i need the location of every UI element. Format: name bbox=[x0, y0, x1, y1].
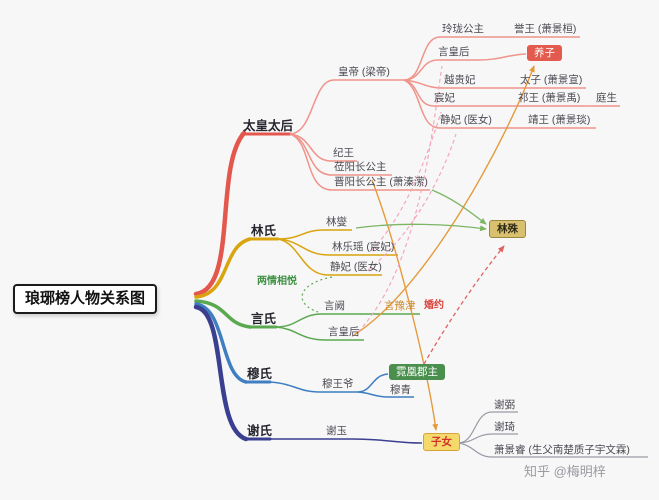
node-adopted-son-badge[interactable]: 养子 bbox=[527, 45, 562, 61]
edge-jinyang-to-linshu bbox=[431, 189, 487, 225]
node-ting-sheng[interactable]: 庭生 bbox=[596, 92, 617, 104]
node-imperial-branch[interactable]: 太皇太后 bbox=[243, 119, 294, 133]
node-ji-wang[interactable]: 纪王 bbox=[333, 147, 354, 159]
node-yan-que[interactable]: 言阙 bbox=[324, 300, 345, 312]
edge-same-person-empress-yan bbox=[357, 65, 443, 333]
lin-wires bbox=[277, 229, 398, 276]
node-jinyang-princess[interactable]: 晋阳长公主 (萧溱潆) bbox=[334, 176, 428, 188]
node-yan-branch[interactable]: 言氏 bbox=[251, 312, 277, 326]
node-mu-wangye[interactable]: 穆王爷 bbox=[322, 378, 354, 390]
edge-engagement-nihuang-linshu bbox=[423, 245, 505, 365]
node-lin-leyao[interactable]: 林乐瑶 (宸妃) bbox=[332, 241, 395, 253]
yan-wires bbox=[275, 313, 420, 341]
node-mu-qing[interactable]: 穆青 bbox=[390, 384, 411, 396]
edge-same-person-consort-chen bbox=[371, 111, 442, 251]
node-empress-yan-top[interactable]: 言皇后 bbox=[438, 46, 470, 58]
node-linglong-princess[interactable]: 玲珑公主 bbox=[442, 23, 484, 35]
annotation-mutual-love: 两情相悦 bbox=[257, 276, 297, 287]
edge-same-person-consort-jing bbox=[367, 133, 457, 271]
node-lin-xie[interactable]: 林燮 bbox=[326, 216, 347, 228]
node-yu-wang[interactable]: 誉王 (萧景桓) bbox=[514, 23, 577, 35]
mu-wires bbox=[269, 373, 414, 398]
node-nihuang[interactable]: 霓凰郡主 bbox=[389, 364, 445, 380]
edge-adoption-empressyan-to-adopted-son bbox=[353, 65, 535, 336]
node-liyang-princess[interactable]: 莅阳长公主 bbox=[334, 161, 387, 173]
node-xie-qi[interactable]: 谢琦 bbox=[494, 421, 515, 433]
watermark: 知乎 @梅明梓 bbox=[524, 464, 606, 479]
node-xie-yu[interactable]: 谢玉 bbox=[326, 425, 347, 437]
node-consort-chen[interactable]: 宸妃 bbox=[434, 92, 455, 104]
node-lin-shu[interactable]: 林殊 bbox=[489, 220, 526, 238]
node-xie-branch[interactable]: 谢氏 bbox=[247, 424, 273, 438]
node-yan-yujin[interactable]: 言豫津 bbox=[384, 300, 416, 312]
node-consort-jing-lin[interactable]: 静妃 (医女) bbox=[330, 261, 382, 273]
node-consort-jing-top[interactable]: 静妃 (医女) bbox=[440, 114, 492, 126]
node-offspring[interactable]: 子女 bbox=[423, 433, 460, 451]
branch-trunks bbox=[193, 130, 292, 442]
node-xiao-jingrui[interactable]: 萧景睿 (生父南楚质子宇文霖) bbox=[494, 444, 630, 456]
annotation-engagement: 婚约 bbox=[424, 300, 444, 311]
edge-mutual-love bbox=[301, 276, 333, 313]
root-topic[interactable]: 琅琊榜人物关系图 bbox=[13, 284, 158, 314]
node-jing-wang[interactable]: 靖王 (萧景琰) bbox=[528, 114, 591, 126]
node-emperor[interactable]: 皇帝 (梁帝) bbox=[338, 66, 390, 78]
node-lin-branch[interactable]: 林氏 bbox=[251, 224, 277, 238]
node-empress-yan-bottom[interactable]: 言皇后 bbox=[328, 326, 360, 338]
node-consort-yue[interactable]: 越贵妃 bbox=[444, 74, 476, 86]
node-qi-wang[interactable]: 祁王 (萧景禹) bbox=[518, 92, 581, 104]
edge-liyang-to-offspring bbox=[371, 179, 439, 431]
imperial-wires bbox=[289, 36, 620, 191]
node-mu-branch[interactable]: 穆氏 bbox=[247, 367, 273, 381]
node-crown-prince[interactable]: 太子 (萧景宣) bbox=[520, 74, 583, 86]
node-xie-bi[interactable]: 谢弼 bbox=[494, 399, 515, 411]
xie-wires bbox=[270, 411, 648, 458]
edge-linxie-to-linshu bbox=[355, 223, 487, 232]
